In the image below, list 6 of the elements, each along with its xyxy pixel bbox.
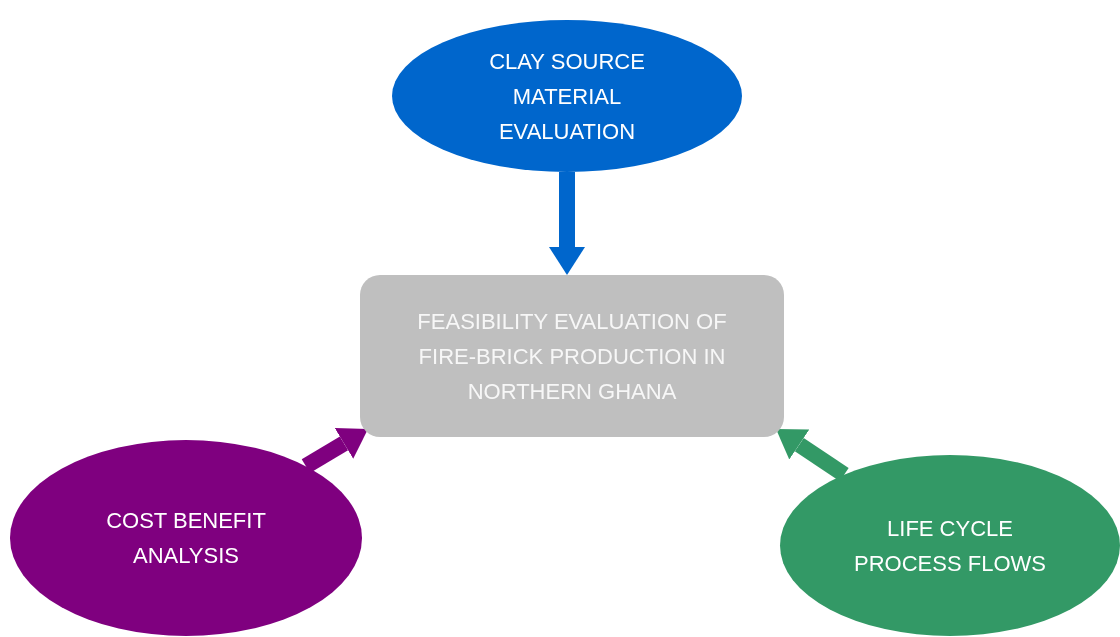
node-label: CLAY SOURCE MATERIAL EVALUATION xyxy=(488,47,646,146)
node-label: COST BENEFIT ANALYSIS xyxy=(105,507,267,570)
process-box xyxy=(360,275,784,437)
arrow xyxy=(549,172,585,275)
node-label: FEASIBILITY EVALUATION OF FIRE-BRICK PRODUCTION IN NORTHERN GHANA xyxy=(416,307,728,406)
node-label: LIFE CYCLE PROCESS FLOWS xyxy=(853,514,1047,578)
